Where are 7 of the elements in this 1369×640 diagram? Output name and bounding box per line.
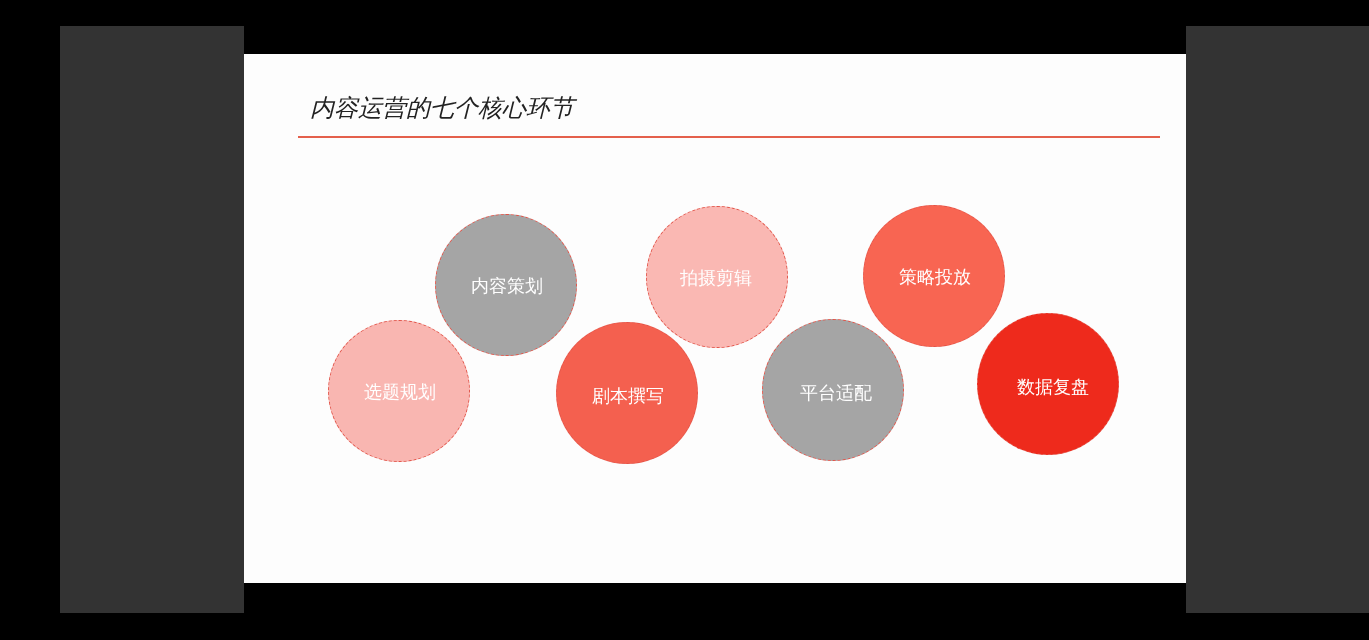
node-label: 拍摄剪辑 xyxy=(680,266,752,290)
node-label: 选题规划 xyxy=(364,380,436,404)
node-label: 策略投放 xyxy=(899,265,971,289)
node-label: 剧本撰写 xyxy=(592,384,664,408)
node-label: 内容策划 xyxy=(471,274,543,298)
node-label: 数据复盘 xyxy=(1017,375,1089,399)
node-label: 平台适配 xyxy=(800,381,872,405)
